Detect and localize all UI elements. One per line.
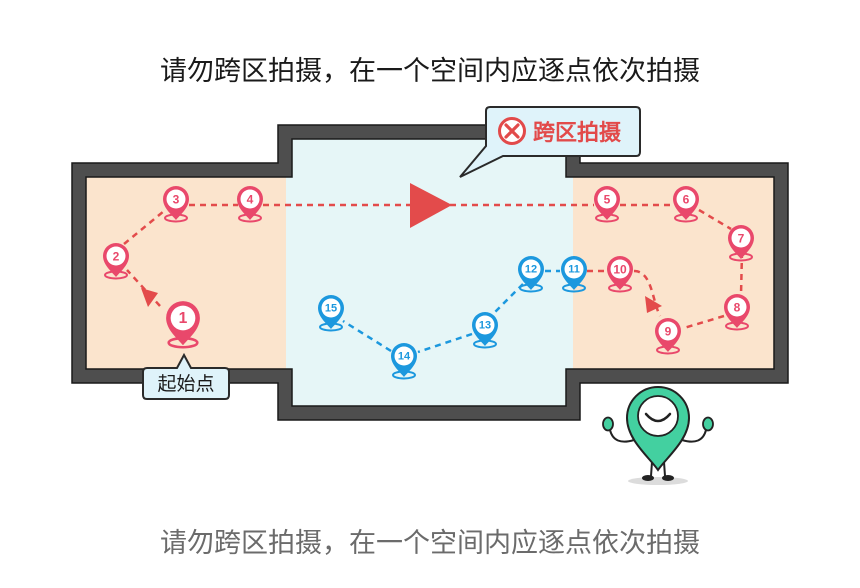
pin-number: 13 [479,320,491,332]
error-x-icon [498,117,526,145]
pin-5: 5 [594,186,620,223]
pin-2: 2 [103,243,129,280]
pin-face [658,321,678,341]
pin-face [394,346,414,366]
mascot-face [637,395,679,437]
pin-face [106,246,126,266]
pin-3: 3 [163,186,189,223]
pin-mascot-icon [602,386,714,485]
pin-number: 10 [613,263,627,277]
mascot-right-arm [681,429,707,443]
pin-number: 12 [525,264,537,276]
mascot-shadow [628,477,688,485]
pin-number: 15 [325,303,337,315]
pin-face [170,305,196,331]
route-segment [342,319,392,353]
pin-face [521,259,541,279]
mascot-left-foot [642,475,654,481]
pin-6: 6 [673,186,699,223]
pin-14: 14 [391,343,417,380]
direction-arrow-icon [410,183,452,228]
route-segment [683,314,725,330]
route-segment [126,269,161,307]
pin-number: 9 [665,325,672,339]
start-point-label: 起始点 [142,352,230,400]
pin-number: 8 [734,301,741,315]
pin-11: 11 [561,256,587,293]
mascot-smile [644,412,672,423]
pin-9: 9 [655,318,681,355]
direction-arrow-icon [645,296,662,313]
route-segment [493,283,524,314]
blue-route [342,269,560,354]
pin-7: 7 [728,225,754,262]
pin-number: 5 [604,193,611,207]
pin-number: 7 [738,232,745,246]
pin-face [731,228,751,248]
pin-number: 14 [398,351,411,363]
pin-number: 11 [568,264,580,276]
pin-8: 8 [724,294,750,331]
start-label-text: 起始点 [157,373,214,395]
mascot-left-hand [602,416,614,432]
pin-number: 6 [683,193,690,207]
page-caption: 请勿跨区拍摄，在一个空间内应逐点依次拍摄 [160,528,700,559]
pin-15: 15 [318,295,344,332]
route-segment [123,210,165,245]
pin-number: 3 [173,193,180,207]
pin-10: 10 [607,256,633,293]
page-title: 请勿跨区拍摄，在一个空间内应逐点依次拍摄 [160,56,700,87]
cross-zone-callout: 跨区拍摄 [459,106,641,178]
pin-face [166,189,186,209]
pin-number: 4 [247,193,254,207]
pin-face [597,189,617,209]
pin-1: 1 [166,301,200,349]
mascot-legs [650,461,666,477]
pin-13: 13 [472,312,498,349]
pin-number: 1 [179,310,188,327]
start-label-bubble [142,352,230,400]
route-segment [417,332,473,354]
mascot-right-foot [662,475,674,481]
route-segment [739,251,744,296]
mascot-left-arm [609,429,635,443]
pin-face [676,189,696,209]
callout-label: 跨区拍摄 [533,120,622,146]
pin-face [240,189,260,209]
pin-face [727,297,747,317]
red-route [123,183,744,330]
inner-wall-edge [85,138,775,407]
mascot-right-hand [702,416,714,432]
pin-face [475,315,495,335]
direction-arrow-icon [141,288,158,307]
pin-face [610,259,630,279]
pin-face [321,298,341,318]
pin-face [564,259,584,279]
pin-12: 12 [518,256,544,293]
pin-number: 2 [113,250,120,264]
pin-4: 4 [237,186,263,223]
route-segment [633,269,662,317]
